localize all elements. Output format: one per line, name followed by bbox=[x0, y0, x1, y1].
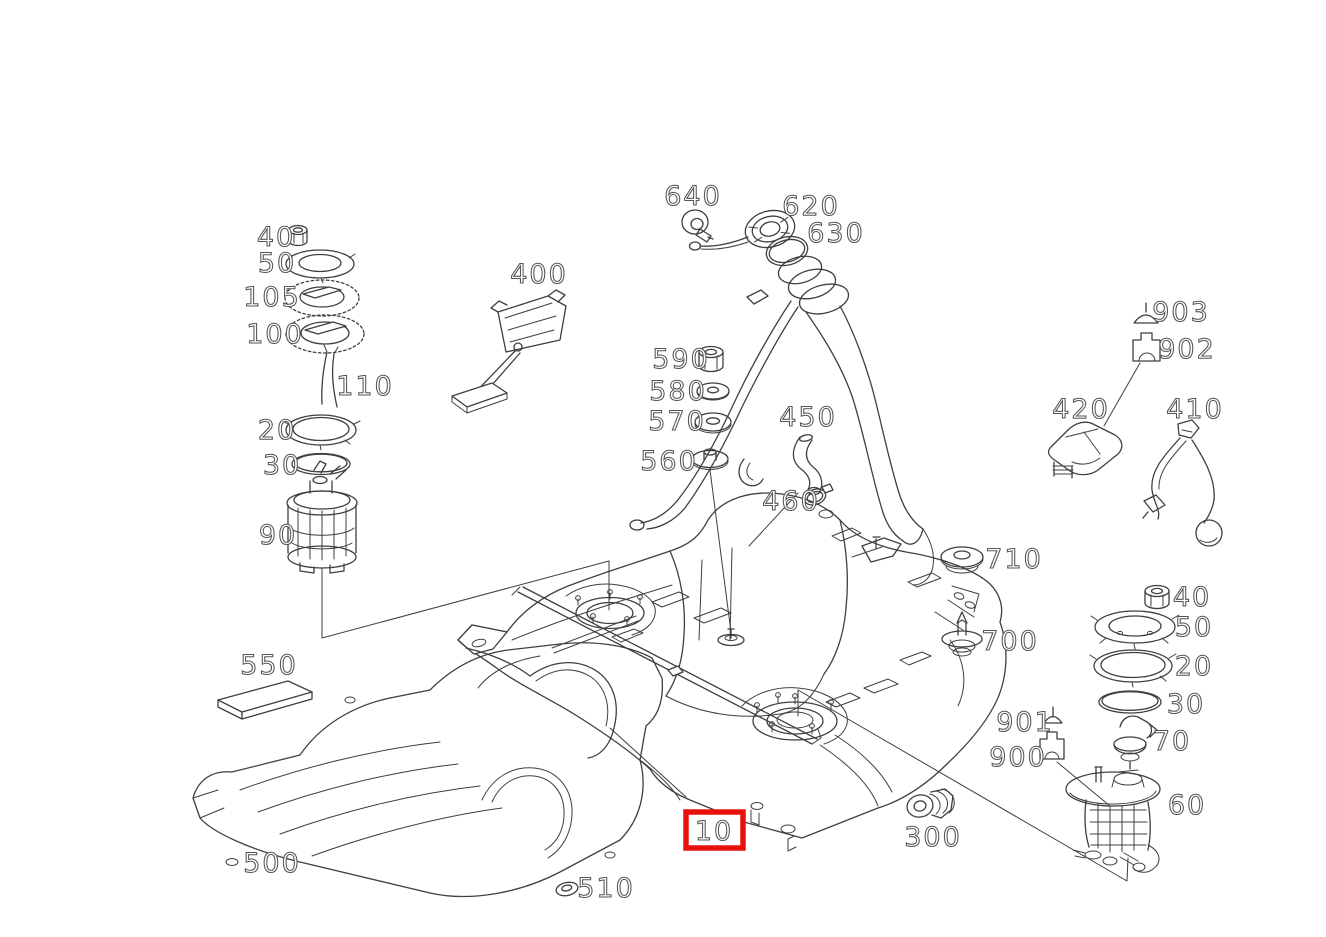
vent-valve-70-drawing bbox=[1113, 715, 1158, 770]
cap-key-640-drawing bbox=[681, 209, 714, 243]
wires-110-drawing bbox=[321, 344, 339, 408]
selected-part-highlight[interactable]: 10 bbox=[683, 809, 746, 851]
drain-plug-300-drawing bbox=[906, 788, 955, 819]
heat-shield-500-drawing bbox=[192, 642, 664, 898]
fuel-pump-60-drawing bbox=[1065, 766, 1161, 873]
callout-901[interactable]: 901 bbox=[996, 706, 1054, 738]
connector-900-drawing bbox=[1039, 731, 1065, 760]
callout-10[interactable]: 10 bbox=[694, 815, 733, 847]
callout-420[interactable]: 420 bbox=[1052, 393, 1110, 425]
callout-60[interactable]: 60 bbox=[1167, 789, 1206, 821]
callout-710[interactable]: 710 bbox=[985, 543, 1043, 575]
callout-105[interactable]: 105 bbox=[243, 281, 301, 313]
callout-40-right[interactable]: 40 bbox=[1172, 581, 1211, 613]
washer-580-drawing bbox=[696, 382, 730, 401]
callout-90[interactable]: 90 bbox=[258, 519, 297, 551]
locking-ring-50-left-drawing bbox=[285, 249, 356, 284]
callout-450[interactable]: 450 bbox=[779, 401, 837, 433]
locking-ring-50-right-drawing bbox=[1090, 610, 1180, 650]
connector-902-drawing bbox=[1132, 332, 1161, 362]
callout-400[interactable]: 400 bbox=[510, 258, 568, 290]
callout-20-right[interactable]: 20 bbox=[1174, 650, 1213, 682]
washer-570-drawing bbox=[694, 412, 732, 434]
callout-20-left[interactable]: 20 bbox=[257, 414, 296, 446]
vent-valve-420-drawing bbox=[1047, 421, 1123, 479]
callout-550[interactable]: 550 bbox=[240, 649, 298, 681]
callout-510[interactable]: 510 bbox=[577, 872, 635, 904]
callout-110[interactable]: 110 bbox=[336, 370, 394, 402]
seal-ring-630-drawing bbox=[765, 235, 809, 267]
seal-ring-20-left-drawing bbox=[282, 414, 361, 451]
locking-cap-100-drawing bbox=[285, 314, 365, 354]
callout-560[interactable]: 560 bbox=[640, 445, 698, 477]
fuel-cap-620-drawing bbox=[744, 209, 796, 249]
callout-570[interactable]: 570 bbox=[648, 405, 706, 437]
callout-620[interactable]: 620 bbox=[782, 190, 840, 222]
plug-pin-901-drawing bbox=[1043, 706, 1063, 724]
vent-hose-450-drawing bbox=[792, 434, 823, 496]
callout-50-right[interactable]: 50 bbox=[1174, 611, 1213, 643]
grommet-710-drawing bbox=[940, 546, 984, 574]
clip-510-drawing bbox=[555, 881, 579, 897]
callout-30-left[interactable]: 30 bbox=[262, 449, 301, 481]
cap-tether-drawing bbox=[688, 236, 749, 251]
plug-pin-903-drawing bbox=[1133, 302, 1159, 324]
insulation-pad-550-drawing bbox=[217, 680, 313, 720]
filler-neck-drawing bbox=[629, 255, 934, 586]
callout-100[interactable]: 100 bbox=[246, 318, 304, 350]
callout-30-right[interactable]: 30 bbox=[1166, 688, 1205, 720]
callout-700[interactable]: 700 bbox=[981, 625, 1039, 657]
callout-590[interactable]: 590 bbox=[652, 343, 710, 375]
fuel-filter-pump-90-drawing bbox=[286, 460, 358, 574]
o-ring-30-right-drawing bbox=[1098, 690, 1162, 714]
hex-nut-40-left-drawing bbox=[288, 224, 308, 247]
callout-300[interactable]: 300 bbox=[904, 821, 962, 853]
float-sensor-410-drawing bbox=[1142, 419, 1223, 547]
callout-903[interactable]: 903 bbox=[1152, 296, 1210, 328]
callout-410[interactable]: 410 bbox=[1166, 393, 1224, 425]
leader-lines bbox=[321, 362, 1141, 882]
callout-900[interactable]: 900 bbox=[989, 741, 1047, 773]
locking-cap-105-drawing bbox=[284, 279, 360, 317]
callout-50-left[interactable]: 50 bbox=[257, 247, 296, 279]
push-clip-700-drawing bbox=[941, 611, 983, 657]
hex-nut-590-drawing bbox=[698, 345, 724, 373]
level-sender-400-drawing bbox=[451, 289, 567, 414]
callout-labels: 40 50 105 100 110 20 30 90 400 550 500 5… bbox=[240, 180, 1224, 904]
seal-ring-20-right-drawing bbox=[1089, 649, 1177, 688]
callout-630[interactable]: 630 bbox=[807, 217, 865, 249]
callout-460[interactable]: 460 bbox=[762, 485, 820, 517]
callout-70[interactable]: 70 bbox=[1152, 725, 1191, 757]
callout-902[interactable]: 902 bbox=[1158, 333, 1216, 365]
callout-580[interactable]: 580 bbox=[649, 375, 707, 407]
hex-nut-40-right-drawing bbox=[1144, 584, 1170, 610]
callout-40-left[interactable]: 40 bbox=[256, 221, 295, 253]
callout-640[interactable]: 640 bbox=[664, 180, 722, 212]
fuel-tank-10-drawing bbox=[457, 492, 1007, 852]
callout-500[interactable]: 500 bbox=[243, 847, 301, 879]
